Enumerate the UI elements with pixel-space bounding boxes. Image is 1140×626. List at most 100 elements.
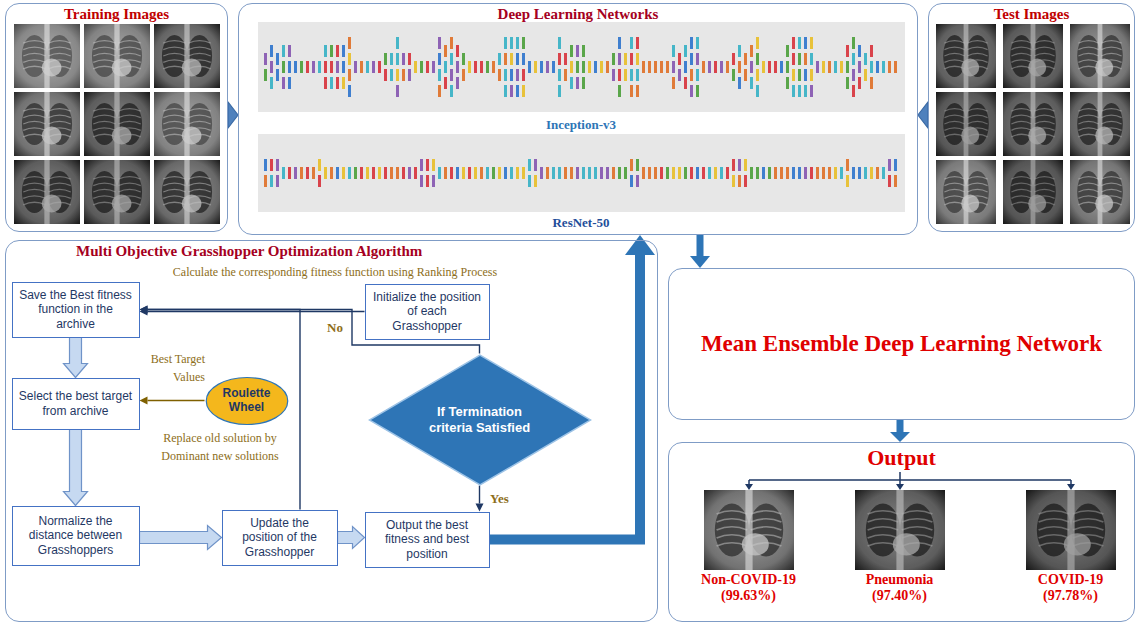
xray-image [1070, 92, 1130, 156]
layer-block [462, 167, 465, 179]
layer-block [636, 53, 639, 65]
layer-block [534, 61, 537, 73]
xray-image [84, 24, 150, 88]
layer-block [582, 61, 585, 73]
layer-block [822, 61, 825, 73]
layer-block [630, 69, 633, 81]
xray-shade [1003, 24, 1063, 88]
layer-block [504, 37, 507, 49]
xray-shade [84, 92, 150, 156]
layer-block [612, 167, 615, 179]
arrow-head [140, 306, 148, 314]
connector [338, 527, 365, 549]
layer-block [690, 85, 693, 97]
layer-block [540, 167, 543, 179]
connector-line [897, 420, 904, 432]
layer-block [396, 53, 399, 65]
layer-block [804, 37, 807, 49]
xray-shade [14, 160, 80, 224]
layer-block [756, 167, 759, 179]
connector-line [697, 235, 704, 256]
layer-block [444, 77, 447, 89]
xray-image [1026, 490, 1116, 570]
layer-block [828, 167, 831, 179]
xray-image [14, 92, 80, 156]
layer-block [390, 69, 393, 81]
xray-image [936, 24, 996, 88]
arrow-head [745, 484, 753, 490]
layer-block [894, 159, 897, 171]
layer-block [486, 61, 489, 73]
layer-block [444, 167, 447, 179]
layer-block [792, 53, 795, 65]
result-image: Non-COVID-19(99.63%) [688, 490, 810, 620]
layer-block [288, 61, 291, 73]
layer-block [324, 77, 327, 89]
layer-block [288, 77, 291, 89]
layer-block [504, 167, 507, 179]
edge-label: Calculate the corresponding fitness func… [173, 265, 497, 279]
layer-block [384, 167, 387, 179]
layer-block [516, 85, 519, 97]
layer-block [732, 175, 735, 187]
layer-block [330, 61, 333, 73]
layer-block [498, 167, 501, 179]
node-text: Normalize the distance between Grasshopp… [19, 514, 133, 557]
layer-block [558, 167, 561, 179]
layer-block [372, 61, 375, 73]
layer-block [714, 167, 717, 179]
layer-block [798, 167, 801, 179]
layer-block [420, 175, 423, 187]
layer-block [810, 53, 813, 65]
layer-block [414, 61, 417, 73]
layer-block [288, 167, 291, 179]
layer-block [690, 37, 693, 49]
process-box: Update the position of the Grasshopper [222, 510, 338, 566]
layer-block [870, 77, 873, 89]
node-text: Update the position of the Grasshopper [229, 516, 331, 559]
layer-block [678, 69, 681, 81]
xray-image [84, 92, 150, 156]
layer-block [282, 61, 285, 73]
layer-block [270, 61, 273, 73]
layer-block [840, 61, 843, 73]
layer-block [630, 85, 633, 97]
layer-block [462, 53, 465, 65]
layer-block [606, 61, 609, 73]
layer-block [816, 167, 819, 179]
layer-block [570, 77, 573, 89]
xray-image [1070, 24, 1130, 88]
layer-block [552, 61, 555, 73]
layer-block [864, 53, 867, 65]
layer-block [600, 167, 603, 179]
xray-shade [1070, 92, 1130, 156]
layer-block [528, 159, 531, 171]
layer-block [426, 61, 429, 73]
layer-block [624, 69, 627, 81]
layer-block [306, 167, 309, 179]
output-tree [749, 472, 1071, 484]
layer-block [636, 69, 639, 81]
xray-shade [154, 92, 220, 156]
layer-block [582, 167, 585, 179]
layer-block [624, 53, 627, 65]
layer-block [672, 167, 675, 179]
connector [890, 420, 910, 442]
layer-block [294, 167, 297, 179]
xray-shade [936, 160, 996, 224]
layer-block [780, 167, 783, 179]
layer-block [672, 77, 675, 89]
class-label: (97.40%) [872, 588, 927, 605]
layer-block [624, 167, 627, 179]
layer-block [834, 167, 837, 179]
layer-block [714, 61, 717, 73]
network-band [258, 134, 905, 212]
roulette-ellipse: Roulette Wheel [205, 376, 289, 426]
layer-block [588, 61, 591, 73]
result-image: COVID-19(97.78%) [1010, 490, 1132, 620]
layer-block [450, 53, 453, 65]
layer-block [594, 61, 597, 73]
layer-block [798, 53, 801, 65]
layer-block [480, 61, 483, 73]
